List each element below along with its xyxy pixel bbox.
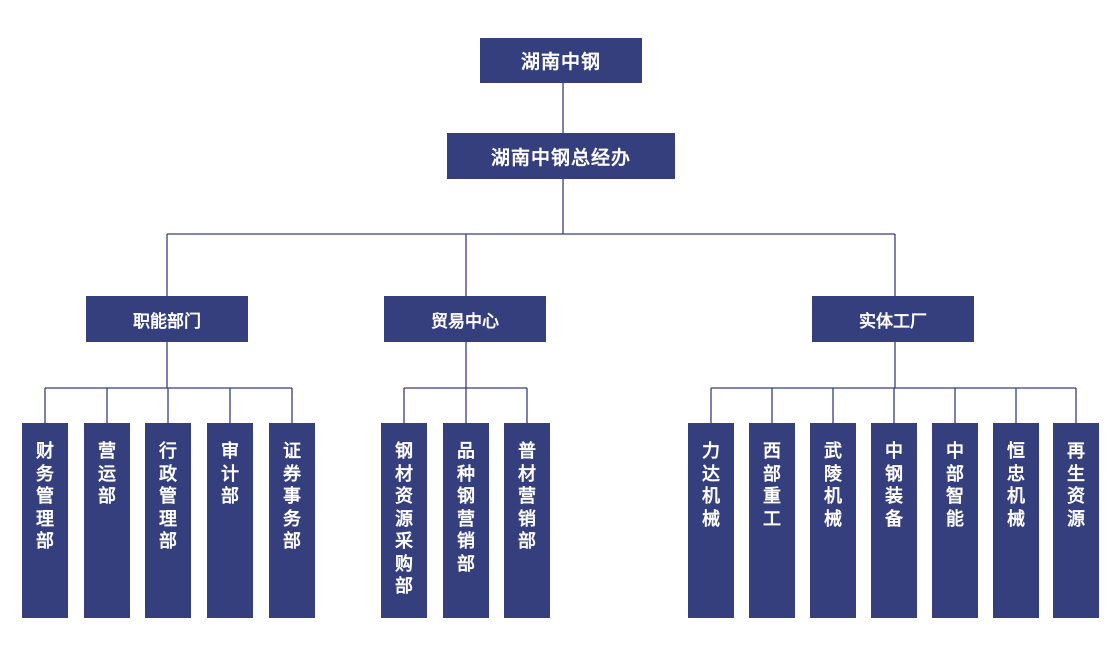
unit-node: 品种钢营销部: [443, 423, 489, 618]
root-node: 湖南中钢: [480, 38, 642, 83]
unit-node: 营运部: [84, 423, 130, 618]
unit-node: 中部智能: [932, 423, 978, 618]
unit-node: 审计部: [207, 423, 253, 618]
office-node: 湖南中钢总经办: [447, 133, 675, 179]
unit-node: 中钢装备: [871, 423, 917, 618]
unit-node: 行政管理部: [145, 423, 191, 618]
unit-node: 财务管理部: [22, 423, 68, 618]
group-node-functional: 职能部门: [86, 296, 248, 342]
unit-node: 证券事务部: [269, 423, 315, 618]
unit-node: 力达机械: [688, 423, 734, 618]
unit-node: 再生资源: [1053, 423, 1099, 618]
unit-node: 普材营销部: [504, 423, 550, 618]
unit-node: 武陵机械: [810, 423, 856, 618]
unit-node: 西部重工: [749, 423, 795, 618]
group-node-factory: 实体工厂: [812, 296, 974, 342]
unit-node: 钢材资源采购部: [381, 423, 427, 618]
group-node-trade: 贸易中心: [384, 296, 546, 342]
unit-node: 恒忠机械: [993, 423, 1039, 618]
